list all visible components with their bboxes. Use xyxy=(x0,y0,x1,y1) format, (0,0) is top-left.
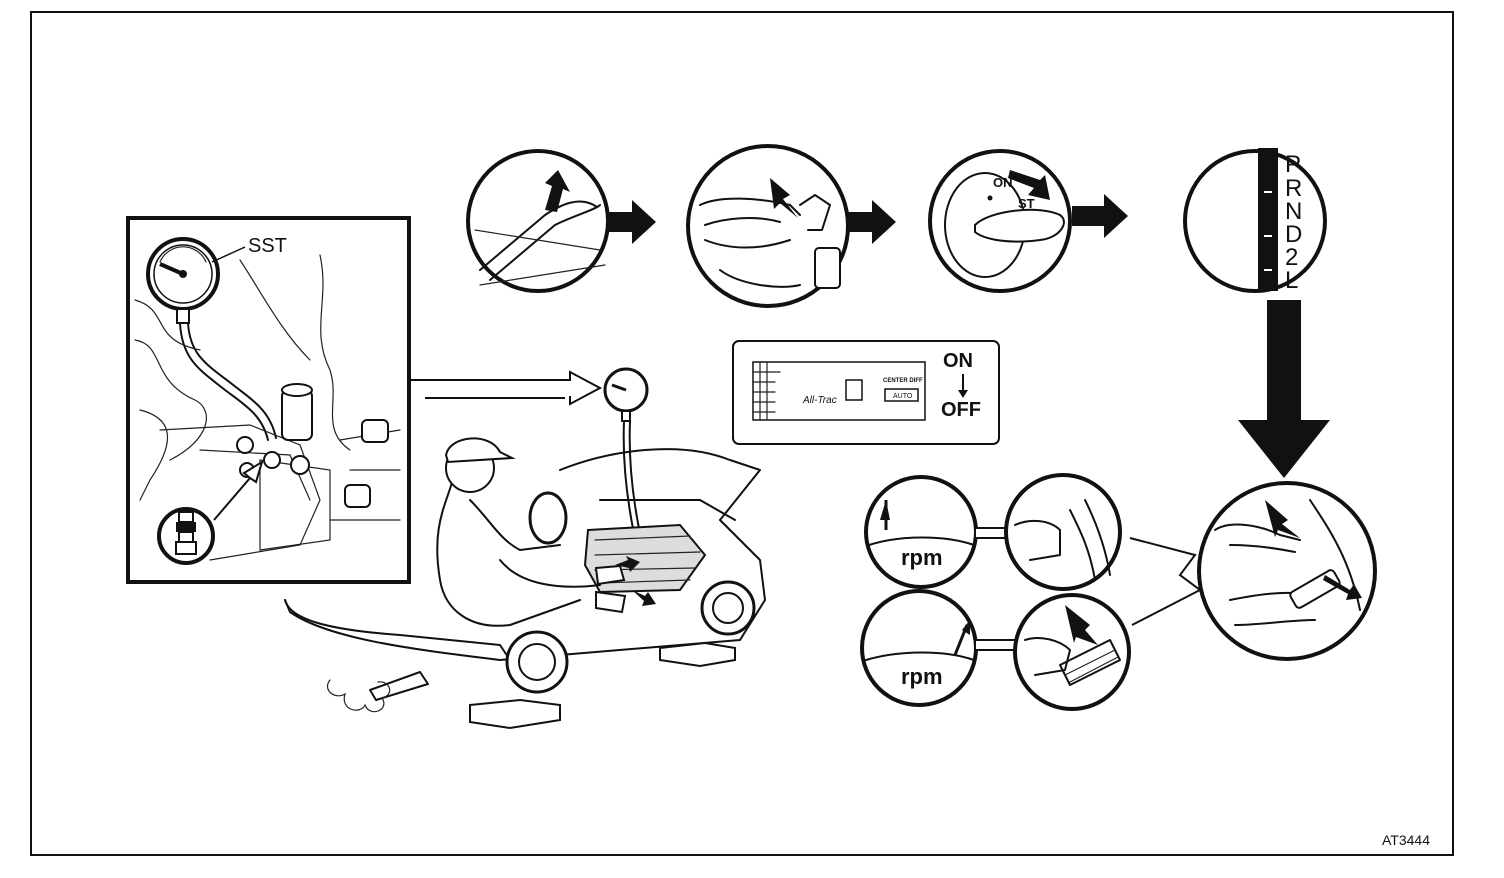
arrow-accelerate-icon xyxy=(1065,605,1098,645)
center-diff-label: CENTER DIFF xyxy=(883,378,923,384)
outer-frame xyxy=(30,11,1454,856)
arrow-turn-icon xyxy=(1008,170,1050,200)
ignition-on-label: ON xyxy=(993,175,1013,190)
lower-tach-pair: rpm xyxy=(860,589,1131,711)
arrow-press-icon xyxy=(770,178,798,218)
sst-label: SST xyxy=(248,235,287,257)
arrow-brake-icon xyxy=(1265,500,1300,538)
shift-d: D xyxy=(1285,221,1302,248)
step-ignition-key: ON ST xyxy=(928,149,1072,293)
upper-tach-pair: rpm xyxy=(864,473,1122,591)
step-shift-lever: P R N D 2 L xyxy=(1183,148,1327,294)
shift-p: P xyxy=(1285,151,1301,178)
shift-n: N xyxy=(1285,198,1302,225)
figure-code: AT3444 xyxy=(1382,832,1430,848)
callout-wedges xyxy=(1129,537,1202,626)
diff-lock-icon xyxy=(845,379,863,401)
shift-2: 2 xyxy=(1285,244,1298,271)
lower-rpm-label: rpm xyxy=(901,664,943,689)
upper-rpm-label: rpm xyxy=(901,545,943,570)
step-both-pedals xyxy=(1197,481,1377,661)
shift-r: R xyxy=(1285,175,1302,202)
switch-off-label: OFF xyxy=(941,399,981,421)
ignition-st-label: ST xyxy=(1018,196,1035,211)
shift-l: L xyxy=(1285,267,1298,294)
center-diff-switch-panel: All-Trac CENTER DIFF AUTO ON OFF xyxy=(732,340,1000,445)
step-parking-brake xyxy=(466,149,610,293)
inset-link-arrows xyxy=(408,370,603,406)
step-arrows xyxy=(608,194,1330,478)
switch-on-label: ON xyxy=(943,350,973,372)
step-brake-pedal xyxy=(686,144,850,308)
arrow-accelerator-icon xyxy=(1323,575,1362,600)
auto-label: AUTO xyxy=(893,393,913,400)
engine-inset: SST xyxy=(126,216,411,584)
big-down-arrow-icon xyxy=(1238,300,1330,478)
car-with-driver xyxy=(284,367,766,730)
all-trac-logo: All-Trac xyxy=(802,395,837,406)
arrow-up-icon xyxy=(545,170,570,212)
